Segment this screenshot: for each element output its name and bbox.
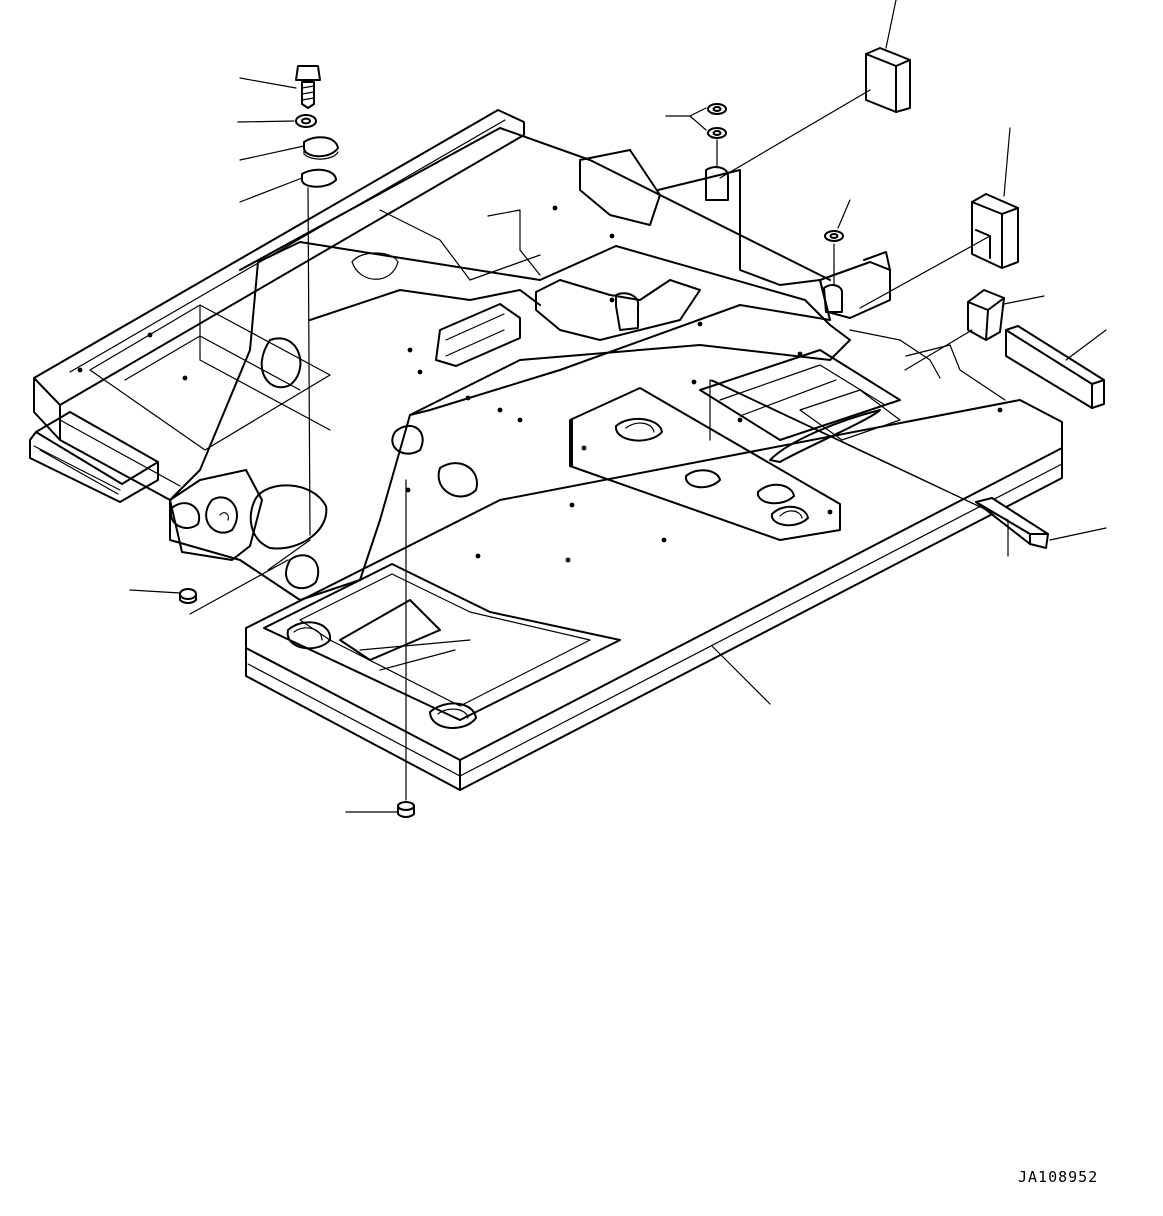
angle-channel bbox=[709, 379, 1107, 557]
wedge-block bbox=[904, 289, 1045, 371]
shim-plate bbox=[239, 136, 339, 161]
spacer-washers bbox=[665, 103, 727, 169]
hinge-leader bbox=[267, 539, 311, 571]
nut bbox=[345, 479, 415, 818]
frame-leader bbox=[711, 645, 771, 705]
bolt bbox=[239, 65, 321, 109]
bar-plate bbox=[1005, 325, 1107, 409]
drawing-id-label: JA108952 bbox=[1018, 1168, 1099, 1186]
washer-right bbox=[824, 199, 851, 286]
rubber-block-right bbox=[859, 127, 1019, 309]
revolving-frame bbox=[29, 109, 1063, 791]
rubber-block-top bbox=[719, 0, 911, 179]
nut-cap bbox=[129, 559, 289, 615]
washer bbox=[237, 114, 317, 128]
shim-plate-2 bbox=[239, 168, 337, 536]
